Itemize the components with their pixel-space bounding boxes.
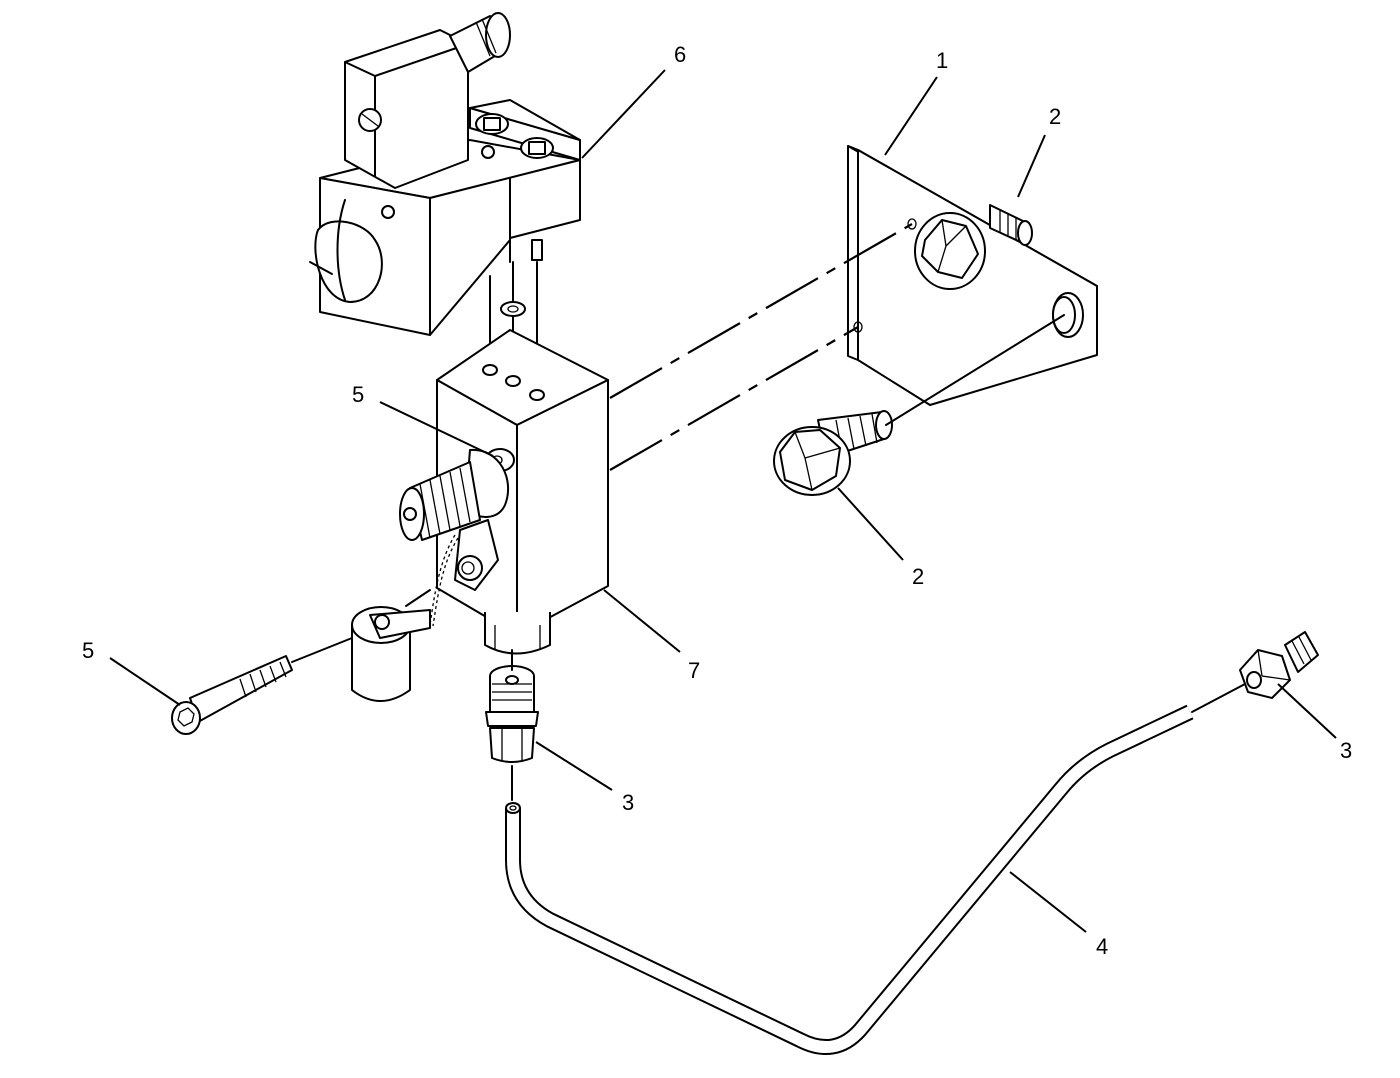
callout-1: 1 [936,48,948,73]
assembly-lines [291,223,1246,801]
fitting-right [1239,631,1319,699]
bolt-upper [914,204,1033,290]
callout-5-lower: 5 [82,638,94,663]
solenoid-valve [309,12,581,336]
fitting-left [485,665,539,763]
callout-3-left: 3 [622,790,634,815]
tube-line [505,704,1194,1055]
callout-3-right: 3 [1340,738,1352,763]
callout-2-upper: 2 [1049,104,1061,129]
callout-labels: 1 2 2 3 3 4 5 5 6 7 [82,42,1352,959]
cap-screw-lower [171,655,293,735]
callout-5-upper: 5 [352,382,364,407]
mounting-plate [847,145,1098,406]
callout-7: 7 [688,658,700,683]
callout-leaders [109,69,1337,933]
bolt-lower [773,410,893,496]
callout-6: 6 [674,42,686,67]
test-port-coupling [351,448,510,702]
callout-4: 4 [1096,934,1108,959]
callout-2-lower: 2 [912,564,924,589]
